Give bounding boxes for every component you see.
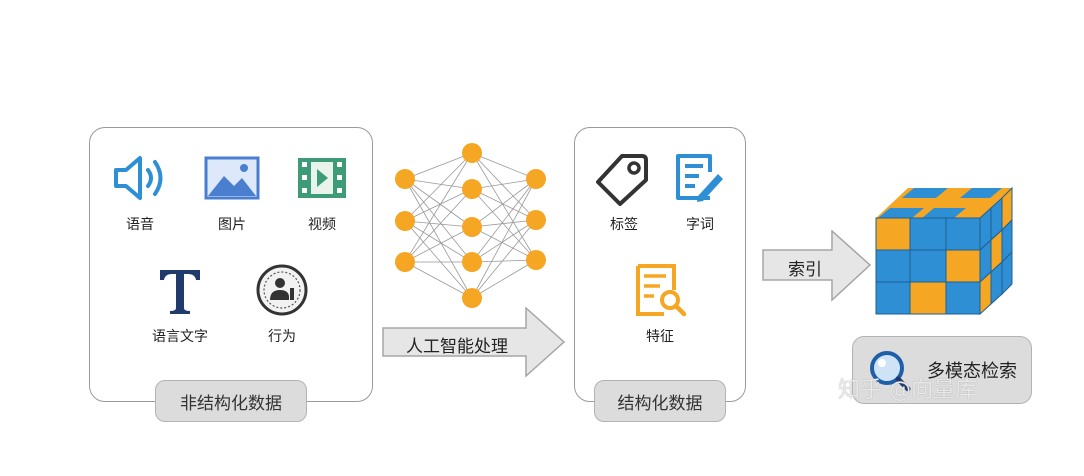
image-icon: [204, 156, 260, 200]
feature-icon: [636, 264, 687, 317]
multimodal-search-button[interactable]: 多模态检索: [852, 336, 1032, 404]
process-arrow: [382, 306, 566, 378]
item-video-label: 视频: [308, 217, 336, 233]
item-feature-label: 特征: [646, 329, 674, 345]
index-arrow: [762, 230, 872, 302]
item-video: 视频: [290, 150, 354, 234]
watermark-text: 知乎 @向量库: [838, 378, 977, 403]
item-image: 图片: [200, 150, 264, 234]
item-text-label: 语言文字: [152, 329, 208, 345]
speaker-icon: [114, 156, 163, 200]
item-behavior-label: 行为: [268, 329, 296, 345]
search-magnifier-icon: [870, 351, 911, 392]
item-tag: 标签: [592, 150, 656, 234]
index-arrow-label: 索引: [788, 260, 822, 280]
behavior-icon: [256, 264, 308, 316]
structured-data-tag: 结构化数据: [594, 380, 726, 422]
item-speech: 语音: [108, 150, 172, 234]
item-speech-label: 语音: [126, 217, 154, 233]
video-icon: [298, 158, 346, 198]
text-icon: [160, 270, 200, 314]
words-icon: [676, 154, 723, 202]
item-feature: 特征: [628, 262, 692, 346]
item-image-label: 图片: [218, 217, 246, 233]
neural-network-icon: [395, 143, 546, 308]
cube-database-icon: [875, 186, 1013, 316]
item-words-label: 字词: [686, 217, 714, 233]
item-text: 语言文字: [140, 262, 220, 346]
multimodal-search-label: 多模态检索: [927, 361, 1017, 382]
unstructured-data-tag: 非结构化数据: [155, 380, 307, 422]
tag-icon: [596, 154, 648, 206]
process-arrow-label: 人工智能处理: [406, 337, 508, 357]
item-tag-label: 标签: [610, 217, 638, 233]
item-behavior: 行为: [250, 262, 314, 346]
item-words: 字词: [668, 150, 732, 234]
